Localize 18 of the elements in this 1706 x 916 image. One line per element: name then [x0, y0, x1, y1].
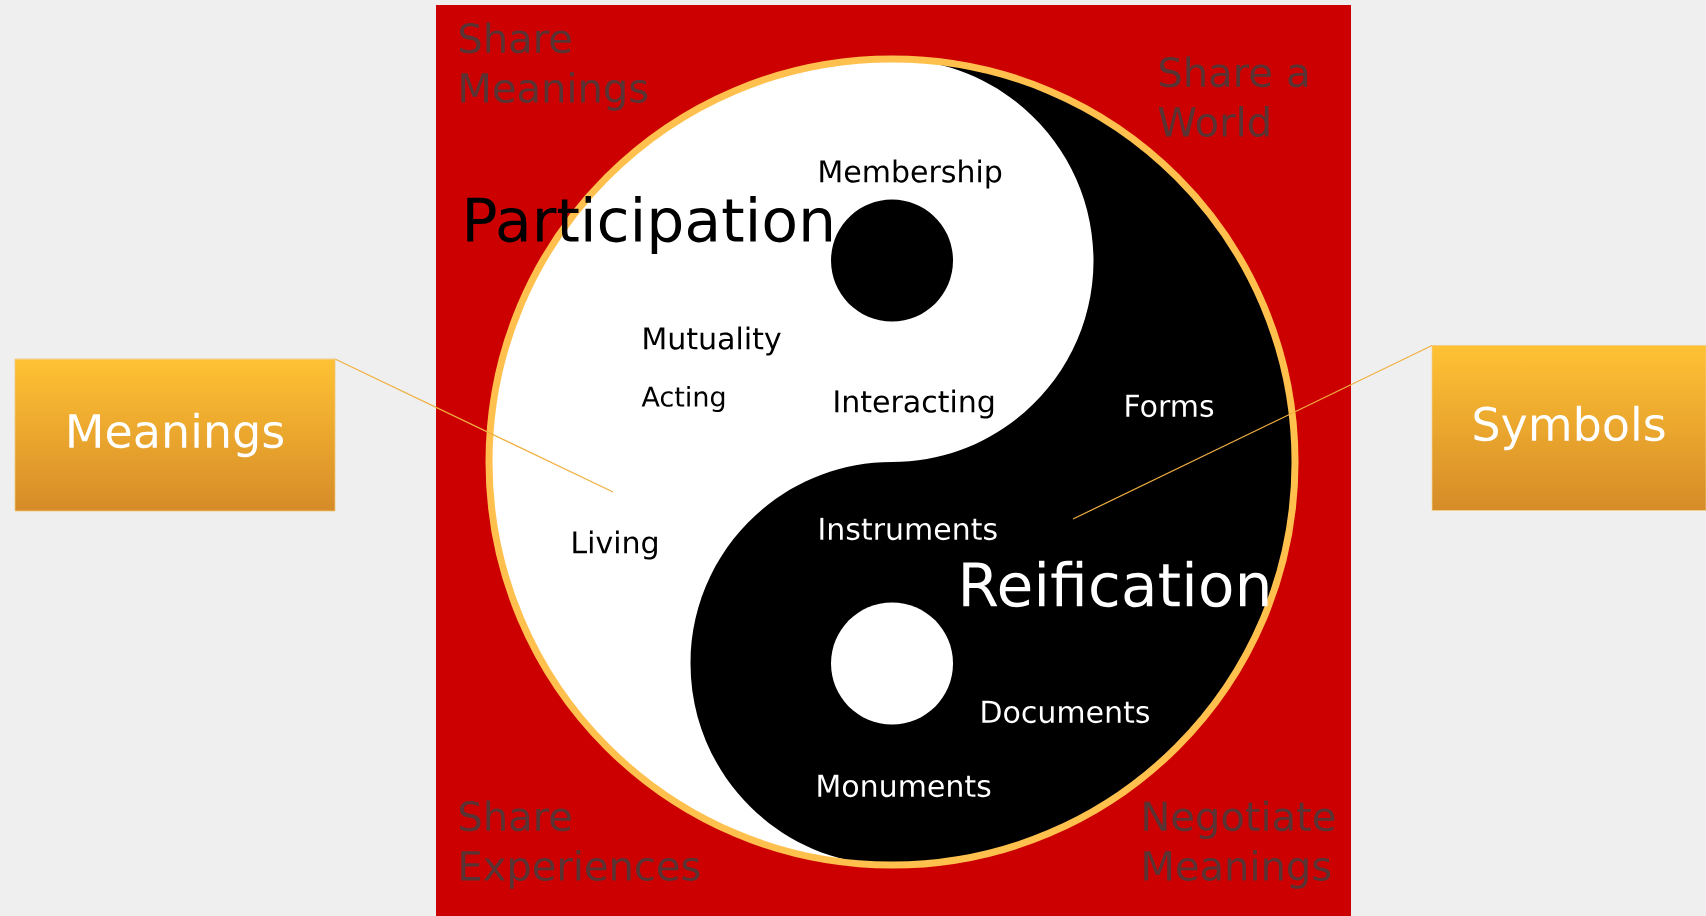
word-label: Monuments [818, 774, 991, 798]
leader-line [1072, 344, 1433, 520]
title-label: Reification [963, 560, 1268, 608]
corner-label: Share Meanings [460, 22, 648, 111]
corner-label: Negotiate Meanings [1144, 800, 1335, 889]
word-label: Documents [982, 700, 1149, 724]
word-label: Instruments [820, 517, 997, 541]
corner-label: Share Experiences [460, 800, 700, 889]
word-label: Forms [1126, 394, 1214, 418]
word-label: Mutuality [644, 326, 781, 356]
word-label: Living [573, 530, 657, 560]
leader-line [334, 358, 614, 493]
word-label: Interacting [835, 389, 994, 419]
word-label: Acting [641, 385, 725, 413]
label-box: Symbols [1431, 345, 1706, 511]
corner-label: Share a World [1158, 56, 1308, 137]
label-box: Meanings [14, 358, 336, 512]
word-label: Membership [820, 159, 1002, 189]
